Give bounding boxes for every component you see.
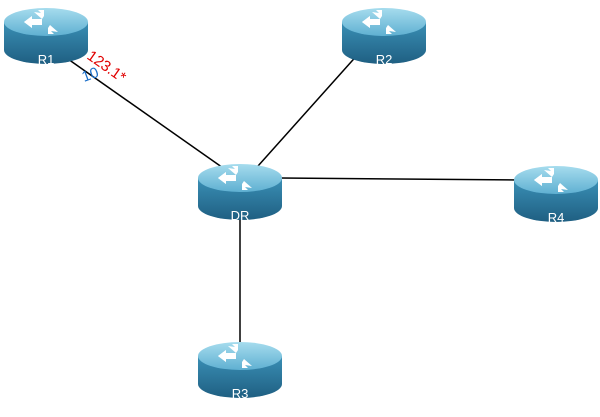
router-icon: [342, 8, 426, 64]
router-dr-label: DR: [231, 208, 250, 223]
router-icon: [4, 8, 88, 64]
router-r2-label: R2: [376, 52, 393, 67]
router-icon: [198, 342, 282, 398]
link-r4-dr: [279, 177, 521, 181]
link-r1-dr: [57, 51, 227, 171]
router-r1-label: R1: [38, 52, 55, 67]
router-icon: [514, 166, 598, 222]
router-r4[interactable]: R4: [514, 166, 598, 225]
links-layer: [57, 51, 521, 352]
r1-link-cost-label: 10: [80, 64, 101, 86]
router-r4-label: R4: [548, 210, 565, 225]
router-r2[interactable]: R2: [342, 8, 426, 67]
router-r1[interactable]: R1: [4, 8, 88, 67]
router-dr[interactable]: DR: [198, 164, 282, 223]
router-icon: [198, 164, 282, 220]
router-r3-label: R3: [232, 386, 249, 401]
router-r3[interactable]: R3: [198, 342, 282, 401]
link-r2-dr: [257, 51, 361, 167]
